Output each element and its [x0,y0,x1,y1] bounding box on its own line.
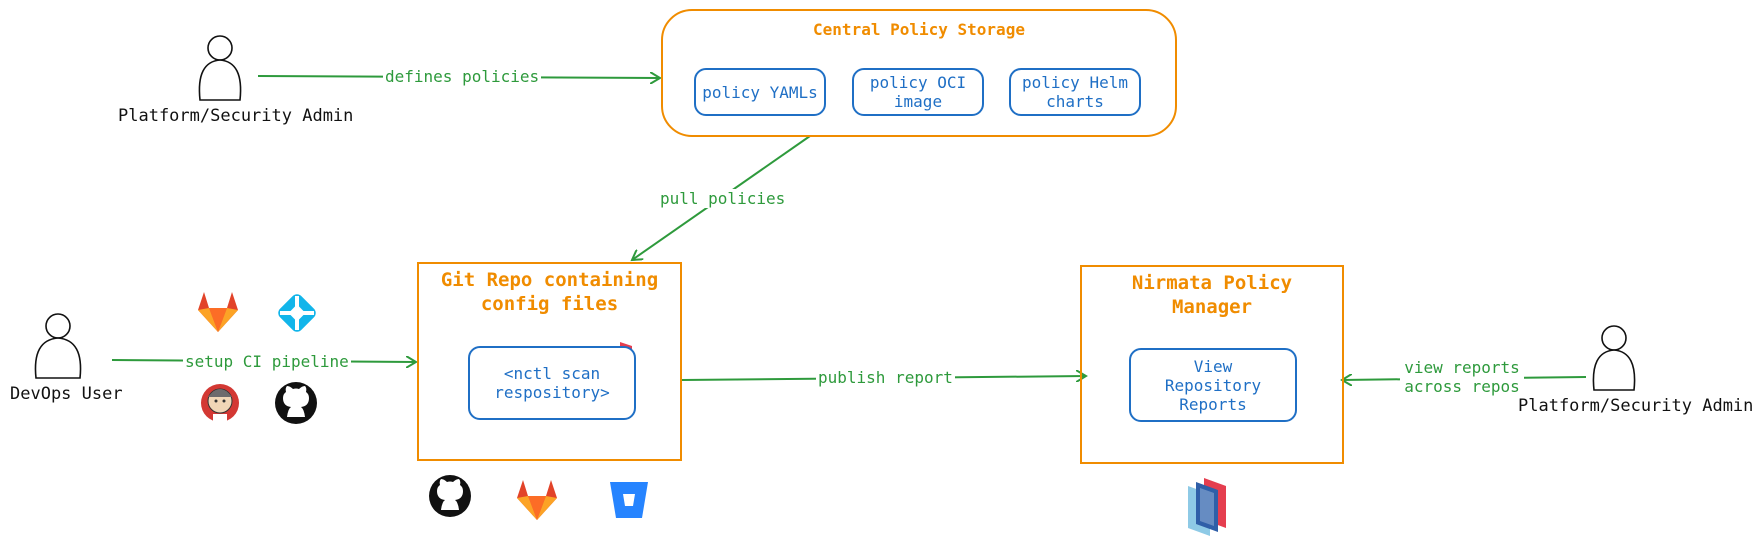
edge-label-setup: setup CI pipeline [183,352,351,371]
admin-top-label: Platform/Security Admin [118,106,354,126]
policy-yamls-box: policy YAMLs [694,68,826,116]
jenkins-icon [201,384,239,422]
edge-label-publish: publish report [816,368,955,387]
bitbucket-icon [610,482,648,518]
admin-right-label: Platform/Security Admin [1518,396,1754,416]
nctl-scan-box: <nctl scan respository> [468,346,636,420]
gitlab-icon [517,480,557,520]
devops-label: DevOps User [10,384,123,404]
devops-person-icon [34,313,82,379]
admin-right-person-icon [1592,325,1636,391]
policy-helm-charts-box: policy Helm charts [1009,68,1141,116]
nirmata-logo-icon [1188,478,1226,536]
git-repo-title: Git Repo containing config files [440,269,659,315]
edge-label-view: view reports across repos [1400,358,1524,396]
view-reports-box: View Repository Reports [1129,348,1297,422]
git-repo-box [417,262,682,461]
github-icon [429,475,471,517]
github-icon [275,382,317,424]
policy-oci-image-box: policy OCI image [852,68,984,116]
policy-manager-title: Nirmata Policy Manager [1131,272,1293,318]
edge-label-pull: pull policies [658,189,788,208]
policy-manager-box [1080,265,1344,464]
admin-top-person-icon [198,35,242,101]
central-storage-title: Central Policy Storage [813,20,1025,39]
gitlab-icon [198,292,238,332]
central-storage-box [661,9,1177,137]
edge-label-defines: defines policies [383,67,542,86]
harness-icon [278,294,316,332]
